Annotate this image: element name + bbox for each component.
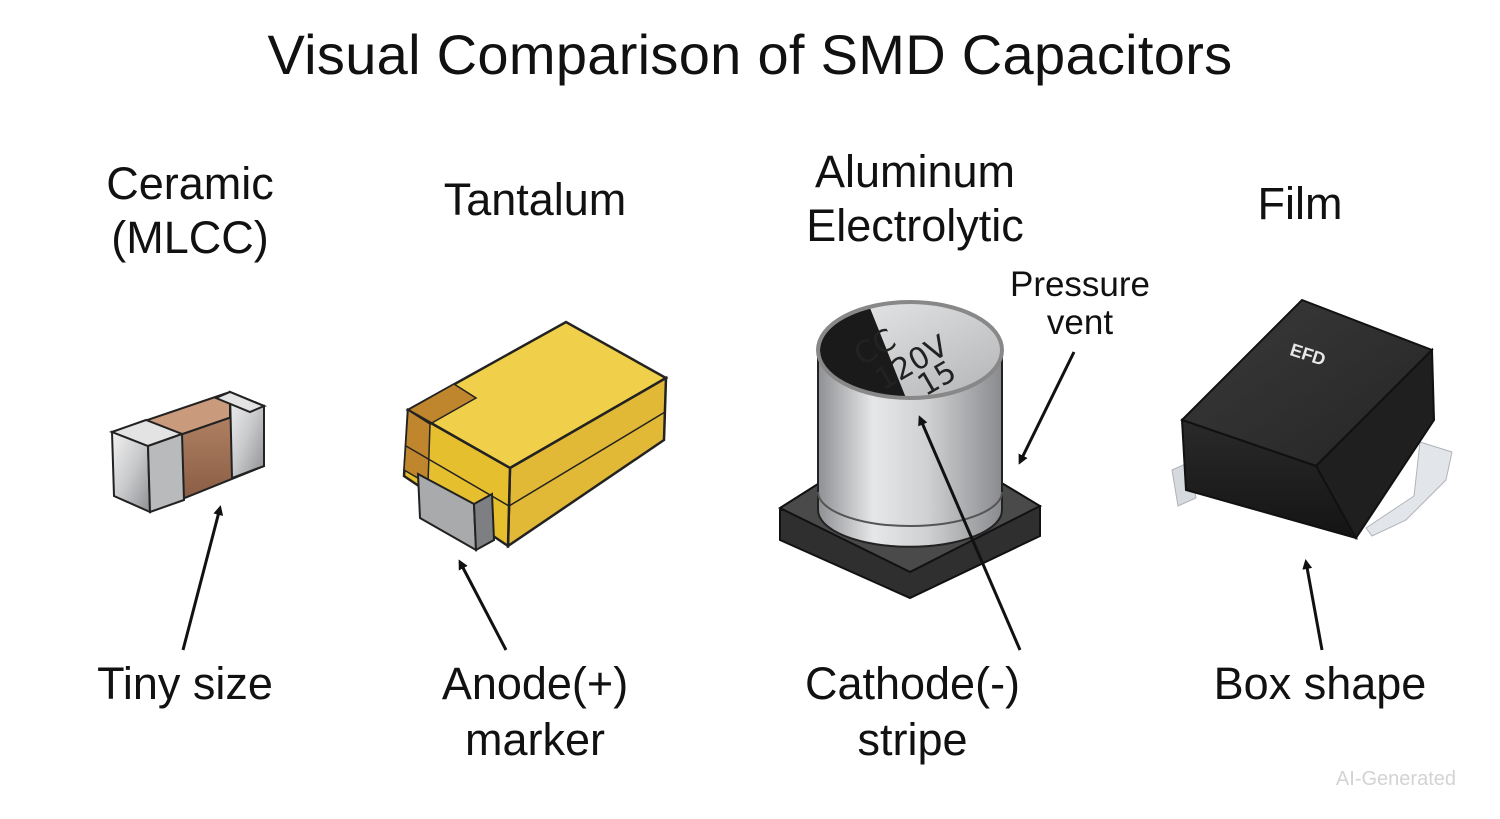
mlcc-capacitor bbox=[109, 390, 267, 514]
tantalum-capacitor bbox=[402, 320, 669, 552]
label-aluminum: Cathode(-) stripe bbox=[770, 656, 1055, 768]
arrow-anode-marker bbox=[458, 559, 508, 651]
label-film-line1: Box shape bbox=[1213, 658, 1427, 709]
pressure-vent-label: Pressure vent bbox=[990, 266, 1170, 342]
label-aluminum-line2: stripe bbox=[857, 714, 968, 765]
heading-film: Film bbox=[1200, 177, 1400, 231]
page-title: Visual Comparison of SMD Capacitors bbox=[267, 23, 1233, 86]
arrow-pressure-vent bbox=[1018, 351, 1076, 465]
label-tantalum: Anode(+) marker bbox=[400, 656, 670, 768]
label-aluminum-line1: Cathode(-) bbox=[804, 658, 1021, 709]
label-ceramic: Tiny size bbox=[60, 656, 310, 712]
pressure-vent-line1: Pressure bbox=[1009, 265, 1151, 304]
heading-ceramic-line1: Ceramic bbox=[106, 158, 274, 209]
watermark: AI-Generated bbox=[1335, 768, 1456, 790]
heading-tantalum-line1: Tantalum bbox=[443, 174, 627, 225]
heading-ceramic-line2: (MLCC) bbox=[111, 212, 269, 263]
film-capacitor: EFD bbox=[1171, 298, 1453, 540]
heading-ceramic: Ceramic (MLCC) bbox=[60, 157, 320, 265]
label-tantalum-line2: marker bbox=[464, 714, 605, 765]
pressure-vent-line2: vent bbox=[1046, 303, 1114, 342]
arrow-box-shape bbox=[1302, 559, 1324, 651]
heading-aluminum: Aluminum Electrolytic bbox=[760, 145, 1070, 253]
heading-aluminum-line1: Aluminum bbox=[814, 146, 1016, 197]
label-tantalum-line1: Anode(+) bbox=[441, 658, 629, 709]
label-film: Box shape bbox=[1185, 656, 1455, 712]
heading-aluminum-line2: Electrolytic bbox=[806, 200, 1024, 251]
arrow-tiny-size bbox=[181, 505, 224, 651]
heading-film-line1: Film bbox=[1257, 178, 1343, 229]
label-ceramic-line1: Tiny size bbox=[97, 658, 273, 709]
aluminum-capacitor: CC 120V 15 bbox=[777, 300, 1043, 600]
heading-tantalum: Tantalum bbox=[400, 173, 670, 227]
arrow-cathode-stripe bbox=[918, 415, 1022, 651]
